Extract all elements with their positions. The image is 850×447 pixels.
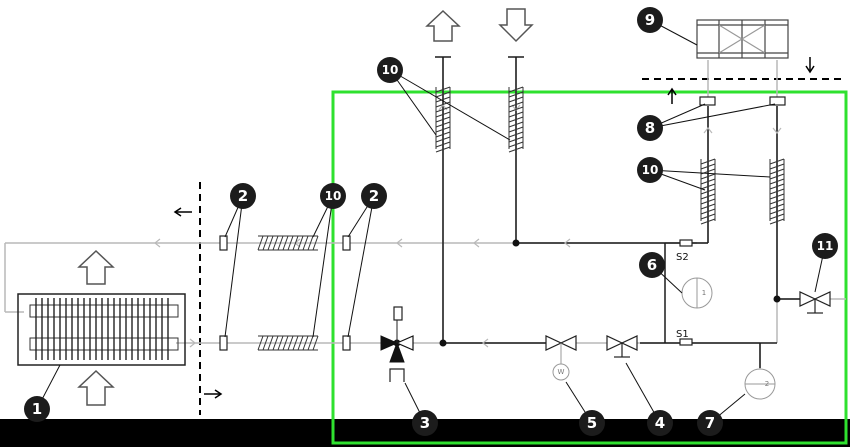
supply-air-arrow-icon	[498, 8, 534, 43]
callout-10a-label: 10	[325, 189, 342, 203]
callout-10b-label: 10	[382, 63, 399, 77]
callout-3-label: 3	[420, 414, 430, 432]
gauge-7-mark: 2	[765, 380, 769, 388]
warm-air-arrow-icon	[77, 249, 115, 285]
callout-5-label: 5	[587, 414, 597, 432]
valve-icon	[545, 291, 831, 358]
coupling-icon	[219, 96, 786, 351]
radiator-heat-exchanger-icon	[17, 293, 186, 366]
temperature-gauge-icon: 1	[681, 277, 713, 309]
meter-label: W	[558, 368, 565, 376]
callout-7-label: 7	[705, 414, 715, 432]
callout-10a: 10	[320, 183, 346, 209]
callout-1-label: 1	[32, 400, 42, 418]
callout-2a-label: 2	[238, 187, 248, 205]
callout-10c: 10	[637, 157, 663, 183]
callout-5: 5	[579, 410, 605, 436]
down-arrow-icon	[805, 57, 815, 74]
exhaust-air-arrow-icon	[425, 9, 461, 42]
gauge-6-mark: 1	[702, 289, 706, 297]
callout-9: 9	[637, 7, 663, 33]
sensor-lines	[665, 239, 697, 346]
pipework	[4, 57, 846, 372]
callout-2b-label: 2	[369, 187, 379, 205]
callout-11: 11	[812, 233, 838, 259]
in-arrow-icon	[204, 389, 223, 399]
pump-gauge-icon: 2	[744, 368, 776, 400]
callout-6-label: 6	[647, 256, 657, 274]
callout-2b: 2	[361, 183, 387, 209]
air-handling-unit-icon	[696, 19, 789, 59]
energy-meter-icon: W	[552, 343, 570, 381]
mixing-valve-icon	[380, 306, 414, 382]
callout-2a: 2	[230, 183, 256, 209]
callout-8: 8	[637, 115, 663, 141]
callout-9-label: 9	[645, 11, 655, 29]
up-arrow-icon	[667, 87, 677, 104]
callout-4: 4	[647, 410, 673, 436]
sensor-s1-label: S1	[676, 329, 689, 340]
callout-8-label: 8	[645, 119, 655, 137]
callout-11-label: 11	[817, 239, 834, 253]
system-boundary	[331, 90, 848, 445]
out-arrow-icon	[173, 207, 192, 217]
sensor-s2-label: S2	[676, 252, 689, 263]
callout-10c-label: 10	[642, 163, 659, 177]
callout-3: 3	[412, 410, 438, 436]
callout-7: 7	[697, 410, 723, 436]
cold-air-arrow-icon	[77, 369, 115, 406]
control-lines	[435, 56, 800, 368]
flow-arrow-icon	[154, 104, 782, 348]
insulation-hatch-icon	[257, 86, 785, 351]
callout-4-label: 4	[655, 414, 665, 432]
junction-dots	[393, 239, 781, 347]
callout-1: 1	[24, 396, 50, 422]
callout-6: 6	[639, 252, 665, 278]
callout-10b: 10	[377, 57, 403, 83]
